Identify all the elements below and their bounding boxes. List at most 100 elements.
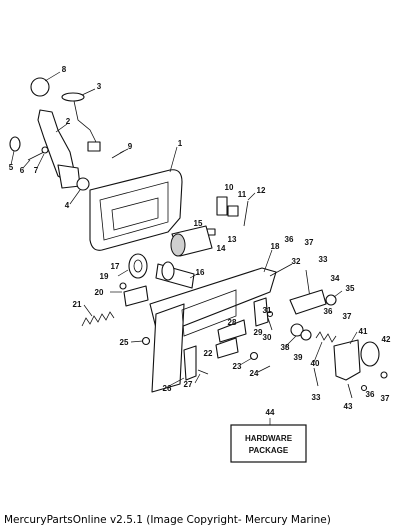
pin-30 xyxy=(267,317,273,331)
callout-6: 6 xyxy=(20,166,25,175)
hardware-package: HARDWARE PACKAGE xyxy=(230,424,307,463)
screw-33-lower xyxy=(313,367,319,387)
callout-37: 37 xyxy=(343,312,352,321)
hardware-package-box xyxy=(230,424,307,463)
block-10 xyxy=(216,196,228,216)
spring-21 xyxy=(81,311,115,327)
disc-42 xyxy=(360,341,380,367)
callout-2: 2 xyxy=(66,117,71,126)
gear-14 xyxy=(170,233,186,257)
callout-1: 1 xyxy=(178,139,183,148)
leader-17 xyxy=(117,269,129,277)
callout-27: 27 xyxy=(184,380,193,389)
screw-24 xyxy=(257,365,271,373)
callout-23: 23 xyxy=(233,362,242,371)
washer-31 xyxy=(266,310,274,318)
lever-41 xyxy=(333,339,361,381)
wire-12 xyxy=(243,200,249,227)
callout-30: 30 xyxy=(263,333,272,342)
leader-9 xyxy=(119,148,129,154)
callout-33: 33 xyxy=(319,255,328,264)
callout-40: 40 xyxy=(311,359,320,368)
bushing-17 xyxy=(128,253,148,279)
screw-6 xyxy=(27,151,45,161)
callout-32: 32 xyxy=(292,257,301,266)
callout-18: 18 xyxy=(271,242,280,251)
callout-15: 15 xyxy=(194,219,203,228)
spring-40 xyxy=(315,331,337,343)
leader-3 xyxy=(81,88,96,96)
leader-41 xyxy=(349,331,358,345)
callout-41: 41 xyxy=(359,327,368,336)
callout-43: 43 xyxy=(344,402,353,411)
callout-34: 34 xyxy=(331,274,340,283)
screw-33-upper xyxy=(305,269,311,299)
callout-19: 19 xyxy=(100,272,109,281)
pin-43 xyxy=(347,383,353,399)
callout-36: 36 xyxy=(366,390,375,399)
leader-26 xyxy=(168,377,185,387)
link-26 xyxy=(183,345,197,381)
leader-25 xyxy=(130,340,144,343)
callout-37: 37 xyxy=(305,238,314,247)
screw-32 xyxy=(269,263,293,277)
leader-4 xyxy=(69,189,81,205)
callout-25: 25 xyxy=(120,338,129,347)
callout-38: 38 xyxy=(281,343,290,352)
leader-1 xyxy=(169,146,178,173)
leader-2 xyxy=(55,123,68,133)
leader-6 xyxy=(22,159,31,169)
leader-8 xyxy=(44,71,61,82)
callout-36: 36 xyxy=(324,307,333,316)
nut-25 xyxy=(141,336,151,346)
switch-disc-3 xyxy=(61,92,85,102)
leader-27 xyxy=(194,373,201,384)
callout-29: 29 xyxy=(254,328,263,337)
knob-8 xyxy=(30,77,50,97)
callout-9: 9 xyxy=(128,142,133,151)
housing-1 xyxy=(89,169,183,251)
callout-10: 10 xyxy=(225,183,234,192)
callout-11: 11 xyxy=(238,190,247,199)
hardware-package-line2: PACKAGE xyxy=(249,446,289,455)
copyright-footer: MercuryPartsOnline v2.5.1 (Image Copyrig… xyxy=(4,514,331,526)
link-22 xyxy=(215,337,239,359)
callout-39: 39 xyxy=(294,353,303,362)
leader-5 xyxy=(10,150,15,166)
bracket-29 xyxy=(253,297,269,327)
callout-31: 31 xyxy=(263,306,272,315)
leader-40 xyxy=(313,341,323,363)
callout-7: 7 xyxy=(34,166,39,175)
ball-19 xyxy=(119,282,127,290)
bracket-18 xyxy=(151,303,185,393)
plate-slot-18 xyxy=(181,289,237,337)
leader-12 xyxy=(247,192,256,201)
callout-36: 36 xyxy=(285,235,294,244)
callout-8: 8 xyxy=(62,65,67,74)
detent-20 xyxy=(123,285,149,307)
leader-38 xyxy=(284,335,297,348)
washer-7 xyxy=(41,146,49,154)
callout-17: 17 xyxy=(111,262,120,271)
leader-18 xyxy=(263,249,273,273)
callout-24: 24 xyxy=(250,369,259,378)
leader-16 xyxy=(189,272,200,279)
bushing-hole-17 xyxy=(133,259,143,273)
leader-7 xyxy=(36,153,45,169)
callout-3: 3 xyxy=(97,82,102,91)
shaft-collar-16 xyxy=(161,261,175,281)
housing-pocket-1 xyxy=(111,197,159,231)
washer-38 xyxy=(290,323,304,337)
washer-39 xyxy=(300,329,312,341)
callout-37: 37 xyxy=(381,394,390,403)
cam-plate-34 xyxy=(289,289,327,315)
hardware-package-line1: HARDWARE xyxy=(245,434,293,443)
callout-44: 44 xyxy=(266,408,275,417)
callout-13: 13 xyxy=(228,235,237,244)
callout-28: 28 xyxy=(228,318,237,327)
part-drawings xyxy=(9,77,388,399)
housing-inner-1 xyxy=(99,181,169,241)
washer-36 xyxy=(360,384,368,392)
callout-26: 26 xyxy=(163,384,172,393)
